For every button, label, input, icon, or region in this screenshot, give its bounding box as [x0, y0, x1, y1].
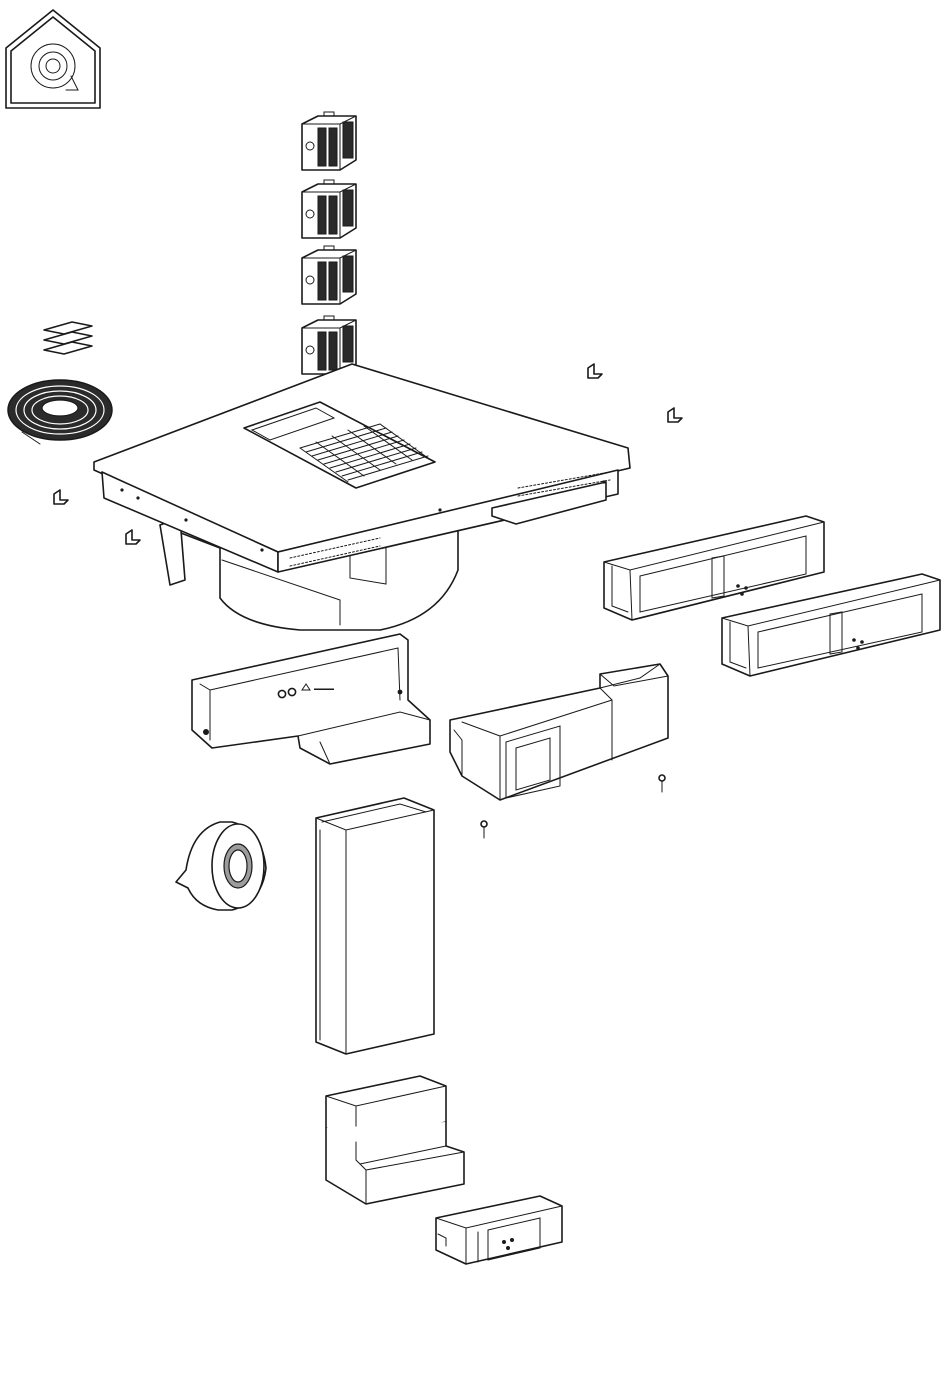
insulating-tape-roll — [176, 822, 266, 910]
recirculation-house-icon — [6, 10, 100, 108]
screw-1 — [659, 775, 665, 792]
svg-text:▬▬▬▬: ▬▬▬▬ — [314, 686, 334, 692]
mounting-bracket-4 — [126, 530, 140, 544]
carbon-filter-3 — [302, 246, 356, 304]
vertical-duct — [316, 798, 434, 1054]
duct-elbow — [326, 1076, 464, 1204]
carbon-filter-1 — [302, 112, 356, 170]
fixing-strips — [44, 322, 92, 354]
sealing-tape-roll — [8, 380, 112, 444]
hob-with-downdraft-extractor — [94, 364, 630, 630]
duct-adapter — [436, 1196, 562, 1264]
carbon-filter-2 — [302, 180, 356, 238]
mounting-bracket-3 — [54, 490, 68, 504]
mounting-bracket-1 — [588, 364, 602, 378]
duct-transition-box — [450, 664, 668, 800]
motor-outlet-box: ▬▬▬▬ — [192, 634, 430, 764]
mounting-bracket-2 — [668, 408, 682, 422]
screw-2 — [481, 821, 487, 838]
